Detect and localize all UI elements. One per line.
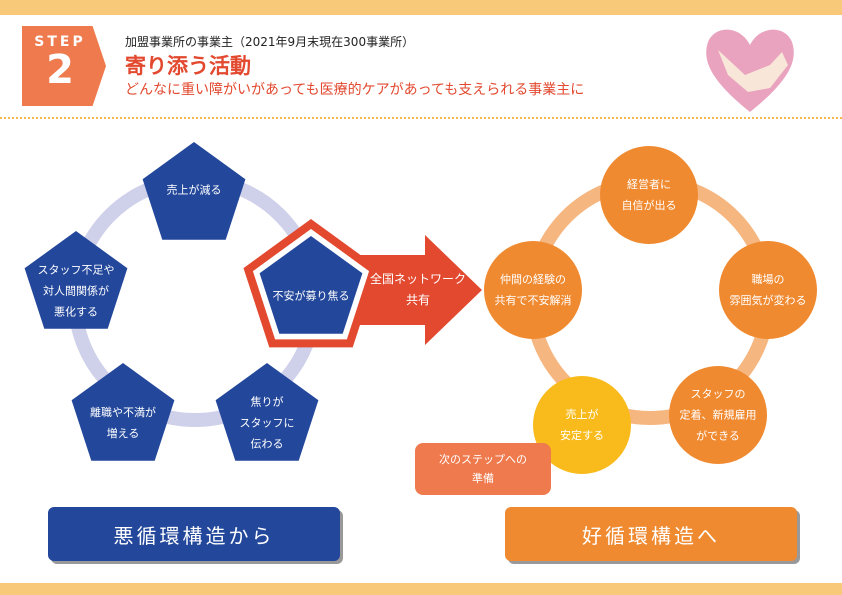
step-number: 2	[46, 47, 74, 93]
virtuous-node-4	[484, 241, 582, 339]
bubble-text: 次のステップへの 準備	[439, 453, 527, 485]
virtuous-node-label: 仲間の経験の 共有で不安解消	[494, 273, 572, 307]
virtuous-node-3	[533, 376, 631, 474]
vicious-node-4	[24, 231, 128, 329]
network-share-arrow	[350, 235, 482, 345]
vicious-node-1	[259, 236, 363, 334]
network-share-label: 全国ネットワーク 共有	[369, 272, 467, 307]
virtuous-cycle-button[interactable]: 好循環構造へ	[505, 507, 797, 561]
diagram	[24, 142, 817, 474]
step-word: STEP	[34, 34, 86, 50]
vicious-node-label: 焦りが スタッフに 伝わる	[239, 395, 295, 451]
bottom-band	[0, 583, 842, 595]
virtuous-node-label: スタッフの 定着、新規雇用 ができる	[679, 387, 757, 443]
top-band	[0, 0, 842, 15]
vicious-node-label: 売上が減る	[166, 183, 222, 197]
vicious-node-label: 不安が募り焦る	[272, 289, 350, 303]
page-title: 寄り添う活動	[125, 54, 251, 78]
vicious-node-3	[71, 363, 175, 461]
vicious-node-label: 離職や不満が 増える	[90, 406, 156, 440]
virtuous-node-1	[719, 241, 817, 339]
heart-handshake-icon	[706, 29, 794, 112]
vicious-node-2	[215, 363, 319, 461]
vicious-node-label: スタッフ不足や 対人間関係が 悪化する	[37, 263, 115, 319]
vicious-node-0	[142, 142, 246, 240]
vicious-cycle-button[interactable]: 悪循環構造から	[48, 507, 340, 561]
virtuous-node-2	[669, 366, 767, 464]
next-step-bubble: 次のステップへの 準備	[415, 443, 551, 495]
divider	[0, 117, 842, 119]
tagline: どんなに重い障がいがあっても医療的ケアがあっても支えられる事業主に	[125, 82, 585, 98]
virtuous-node-0	[600, 146, 698, 244]
step-badge: STEP 2	[22, 26, 106, 106]
virtuous-node-label: 売上が 安定する	[560, 408, 604, 442]
virtuous-node-label: 職場の 雰囲気が変わる	[729, 273, 807, 307]
virtuous-node-label: 経営者に 自信が出る	[621, 178, 677, 212]
subtitle: 加盟事業所の事業主（2021年9月末現在300事業所）	[125, 35, 415, 49]
